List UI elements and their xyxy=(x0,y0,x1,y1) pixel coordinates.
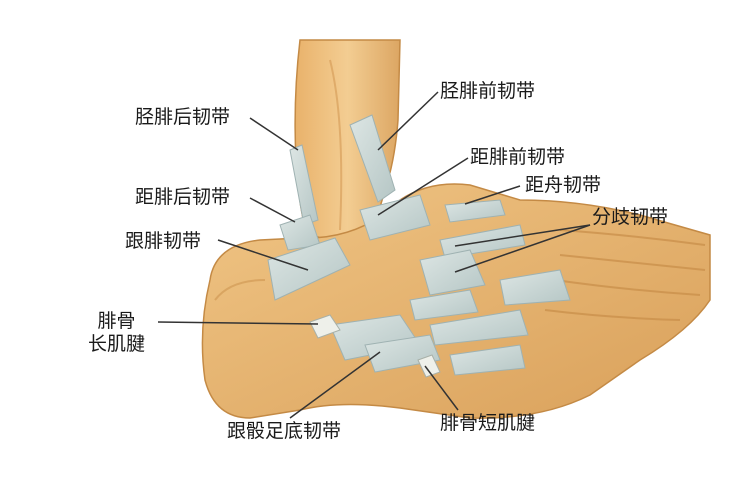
label-calcaneofibular-ligament: 跟腓韧带 xyxy=(125,230,202,252)
leader-post-talofibular xyxy=(249,197,296,223)
label-peroneus-brevis-tendon: 腓骨短肌腱 xyxy=(440,412,536,434)
label-anterior-talofibular-ligament: 距腓前韧带 xyxy=(470,146,566,168)
leader-talonavicular xyxy=(464,185,521,205)
leader-bifurcate-1 xyxy=(454,224,591,247)
leader-bifurcate-2 xyxy=(454,224,591,273)
leader-plantar-calcaneocuboid xyxy=(289,351,381,419)
leader-lines xyxy=(157,91,591,419)
label-posterior-tibiofibular-ligament: 胫腓后韧带 xyxy=(135,106,231,128)
label-peroneus-longus-line2: 长肌腱 xyxy=(88,332,146,355)
label-talonavicular-ligament: 距舟韧带 xyxy=(525,174,602,196)
label-peroneus-longus-tendon: 腓骨 长肌腱 xyxy=(88,310,145,356)
label-anterior-tibiofibular-ligament: 胫腓前韧带 xyxy=(440,80,536,102)
label-bifurcate-ligament: 分歧韧带 xyxy=(592,206,669,228)
leader-peroneus-brevis xyxy=(424,365,459,411)
leader-peroneus-longus xyxy=(157,321,319,325)
leader-ant-tibiofibular xyxy=(377,91,439,151)
leader-post-tibiofibular xyxy=(249,117,299,151)
tendons xyxy=(309,314,441,378)
label-peroneus-longus-line1: 腓骨 xyxy=(97,310,136,332)
leader-calcaneofibular xyxy=(217,239,309,271)
label-posterior-talofibular-ligament: 距腓后韧带 xyxy=(135,186,231,208)
label-plantar-calcaneocuboid-ligament: 跟骰足底韧带 xyxy=(227,420,342,442)
leader-ant-talofibular xyxy=(377,157,469,216)
